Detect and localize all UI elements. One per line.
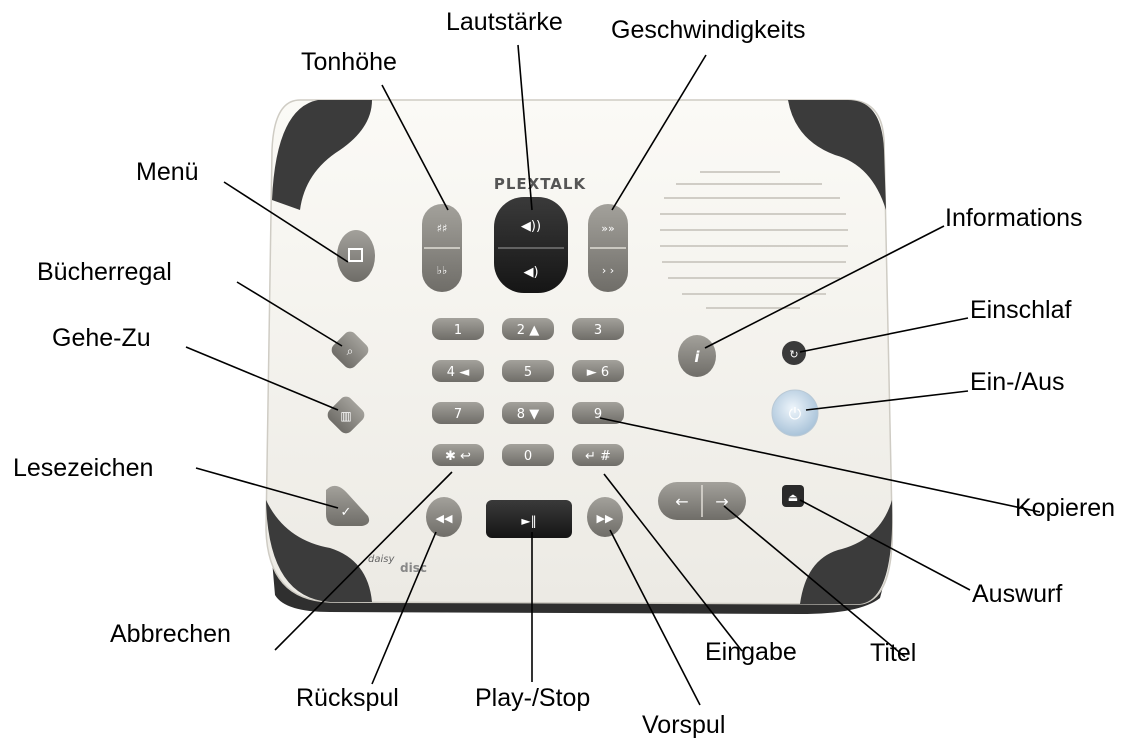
speed-up-icon: »»: [601, 222, 614, 235]
pitch-up-icon: ♯♯: [437, 222, 448, 235]
label-bookshelf: Bücherregal: [37, 260, 172, 285]
brand-logo: PLEXTALK: [494, 175, 587, 193]
rewind-icon: ◀◀: [436, 512, 453, 525]
sleep-icon: ↻: [789, 348, 798, 361]
keypad-key[interactable]: 5: [502, 360, 554, 382]
eject-button[interactable]: ⏏: [782, 485, 804, 507]
speed-rocker[interactable]: »» › ›: [588, 204, 628, 292]
keypad-key[interactable]: ↵ #: [572, 444, 624, 466]
keypad-key[interactable]: 7: [432, 402, 484, 424]
label-goto: Gehe-Zu: [52, 326, 151, 351]
label-enter: Eingabe: [705, 640, 797, 665]
fast-forward-icon: ▶▶: [597, 512, 614, 525]
speed-down-icon: › ›: [602, 264, 614, 277]
keypad-key-label: ↵ #: [585, 449, 611, 464]
label-power: Ein-/Aus: [970, 370, 1064, 395]
keypad-key-label: 7: [454, 407, 462, 422]
label-bookmark: Lesezeichen: [13, 456, 153, 481]
keypad-key[interactable]: 0: [502, 444, 554, 466]
label-copy: Kopieren: [1015, 496, 1115, 521]
play-stop-icon: ►‖: [521, 514, 536, 528]
label-sleep: Einschlaf: [970, 298, 1071, 323]
keypad-key[interactable]: 1: [432, 318, 484, 340]
keypad-key-label: 3: [594, 323, 602, 338]
daisy-logo: daisy: [368, 554, 395, 565]
label-cancel: Abbrechen: [110, 622, 231, 647]
keypad-key[interactable]: 8 ▼: [502, 402, 554, 424]
pitch-down-icon: ♭♭: [437, 264, 447, 277]
power-button[interactable]: ⏻: [772, 390, 818, 436]
power-icon: ⏻: [789, 404, 802, 423]
label-info: Informations: [945, 206, 1083, 231]
volume-up-icon: ◀)): [521, 219, 541, 234]
keypad-key[interactable]: ✱ ↩: [432, 444, 484, 466]
play-stop-button[interactable]: ►‖: [486, 500, 572, 538]
pitch-rocker[interactable]: ♯♯ ♭♭: [422, 204, 462, 292]
keypad-key-label: 1: [454, 323, 462, 338]
label-title: Titel: [870, 641, 916, 666]
fast-forward-button[interactable]: ▶▶: [587, 497, 623, 537]
keypad-key-label: 2 ▲: [517, 323, 539, 338]
label-play-stop: Play-/Stop: [475, 686, 590, 711]
label-rewind: Rückspul: [296, 686, 399, 711]
info-icon: i: [694, 348, 700, 366]
label-menu: Menü: [136, 160, 199, 185]
keypad-key[interactable]: 2 ▲: [502, 318, 554, 340]
keypad-key-label: 8 ▼: [517, 407, 539, 422]
bookmark-icon: ✓: [341, 505, 352, 520]
keypad-key-label: 4 ◄: [447, 365, 469, 380]
keypad-key-label: 0: [524, 449, 532, 464]
keypad-key[interactable]: ► 6: [572, 360, 624, 382]
sleep-button[interactable]: ↻: [782, 341, 806, 365]
keypad-key[interactable]: 4 ◄: [432, 360, 484, 382]
keypad-key[interactable]: 3: [572, 318, 624, 340]
keypad-key-label: ✱ ↩: [445, 449, 471, 464]
arrow-left-icon: ←: [675, 492, 688, 511]
rewind-button[interactable]: ◀◀: [426, 497, 462, 537]
bookshelf-icon: ⌕: [347, 344, 354, 358]
eject-icon: ⏏: [788, 491, 798, 504]
menu-button[interactable]: [337, 230, 375, 282]
goto-icon: ▥: [340, 409, 351, 423]
volume-rocker[interactable]: ◀)) ◀): [494, 197, 568, 293]
info-button[interactable]: i: [678, 335, 716, 377]
keypad-key-label: 9: [594, 407, 602, 422]
keypad-key-label: 5: [524, 365, 532, 380]
label-volume: Lautstärke: [446, 10, 563, 35]
volume-down-icon: ◀): [523, 265, 538, 280]
label-speed: Geschwindigkeits: [611, 18, 806, 43]
keypad-key-label: ► 6: [587, 365, 609, 380]
label-pitch: Tonhöhe: [301, 50, 397, 75]
label-fast-forward: Vorspul: [642, 713, 725, 738]
label-eject: Auswurf: [972, 582, 1062, 607]
